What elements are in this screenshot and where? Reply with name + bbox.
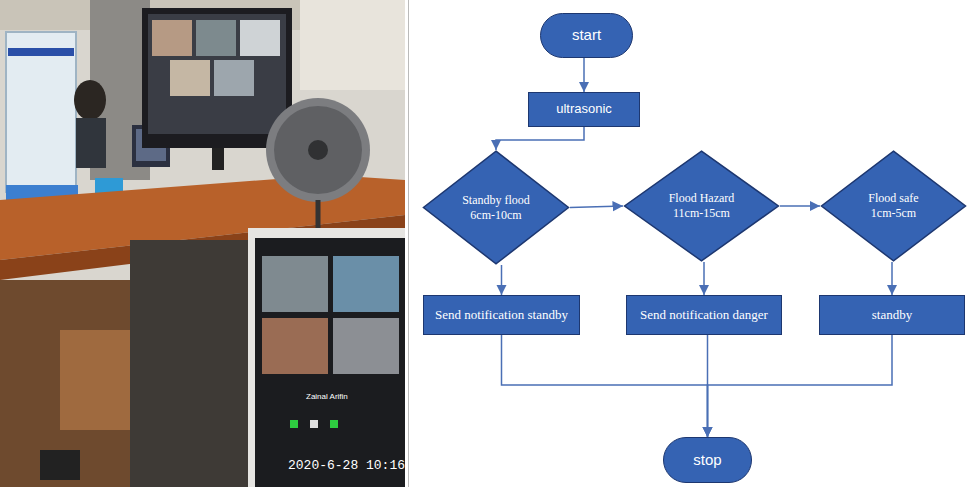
node-text: Send notification standby	[429, 307, 574, 323]
node-text: ultrasonic	[550, 101, 618, 117]
node-text: Flood Hazard 11cm-15cm	[666, 191, 738, 221]
process-box: ultrasonic	[528, 92, 640, 127]
node-text: start	[566, 26, 607, 45]
flow-arrow	[780, 205, 820, 207]
node-text: standby	[866, 307, 918, 323]
process-box: Send notification danger	[626, 295, 782, 335]
decision-diamond: Flood Hazard 11cm-15cm	[623, 150, 780, 262]
flow-arrow	[570, 206, 623, 208]
process-box: standby	[819, 295, 965, 335]
node-text: Flood safe 1cm-5cm	[859, 191, 929, 221]
flow-arrow	[502, 335, 708, 437]
flow-arrow	[496, 127, 584, 150]
node-text: Standby flood 6cm-10cm	[461, 193, 531, 223]
decision-diamond: Flood safe 1cm-5cm	[820, 150, 967, 262]
flow-arrow	[583, 58, 585, 92]
decision-diamond: Standby flood 6cm-10cm	[422, 150, 570, 265]
terminator-pill: start	[540, 13, 633, 58]
process-box: Send notification standby	[423, 295, 580, 335]
flow-arrow	[708, 335, 893, 437]
participant-name: Zainal Arifin	[306, 392, 348, 401]
flow-arrow	[501, 265, 503, 295]
node-text: Send notification danger	[634, 307, 774, 323]
meeting-photo	[0, 0, 405, 487]
terminator-pill: stop	[663, 437, 752, 483]
flow-arrow	[891, 262, 893, 295]
photo-timestamp: 2020-6-28 10:16	[288, 458, 405, 473]
node-text: stop	[687, 451, 727, 470]
flow-arrow	[703, 262, 705, 295]
